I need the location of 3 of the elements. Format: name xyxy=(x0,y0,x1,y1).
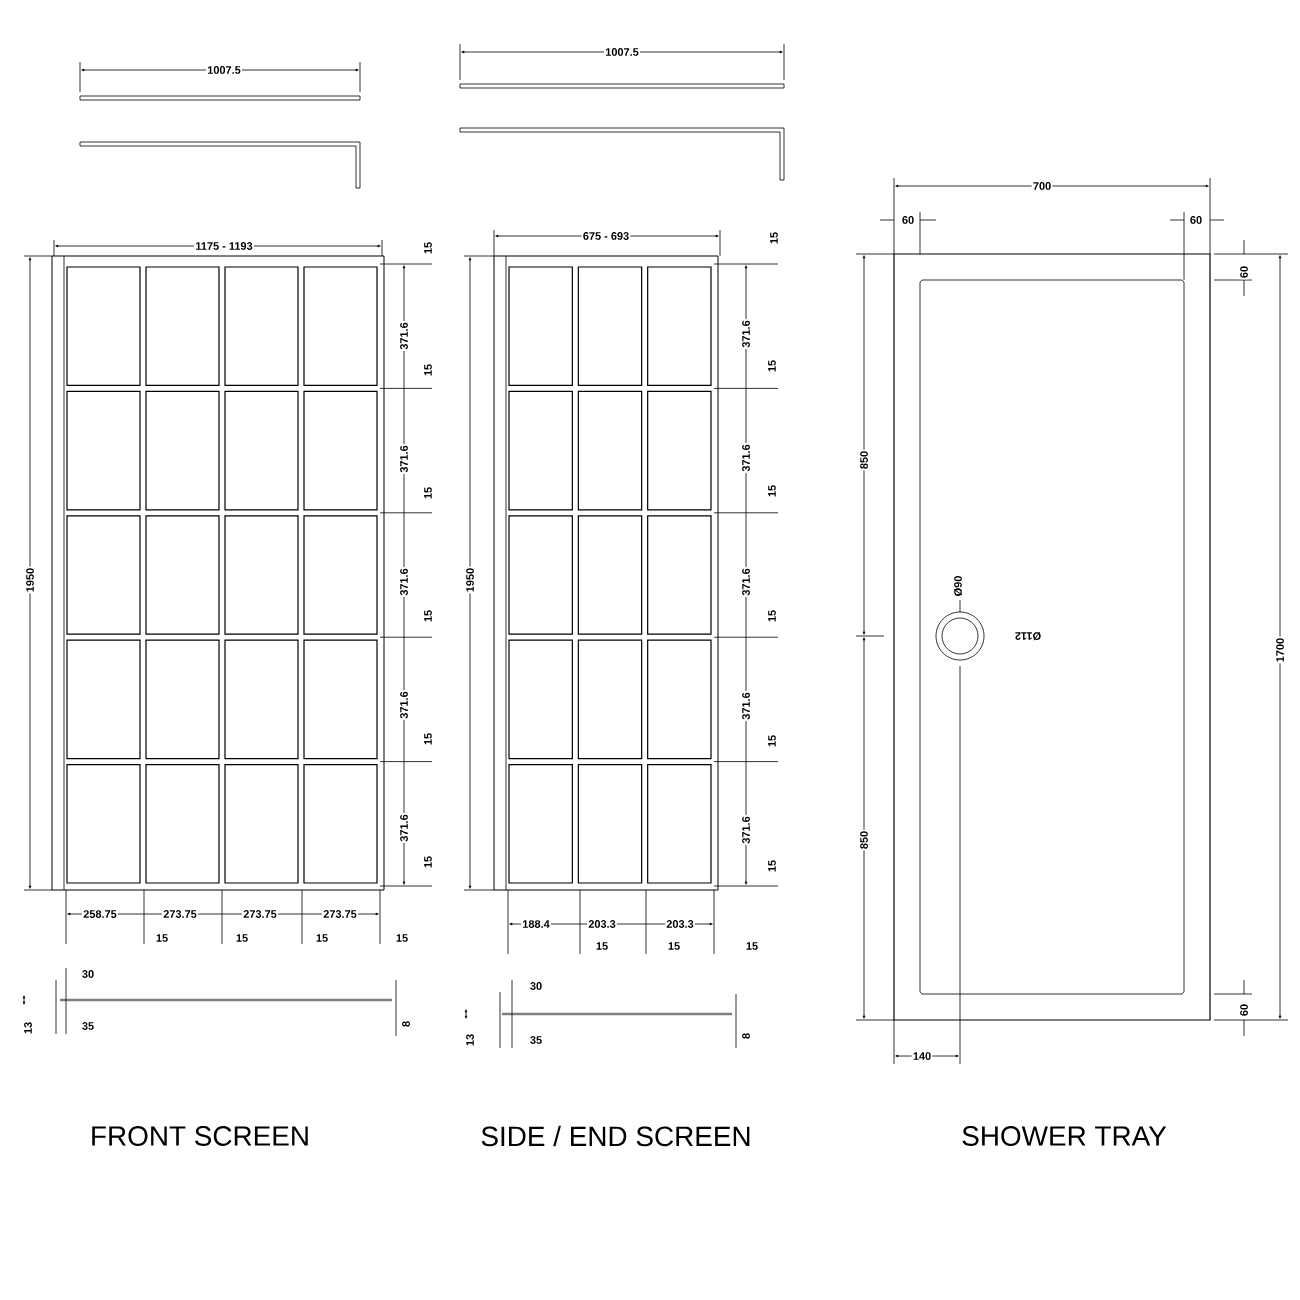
view-title: SIDE / END SCREEN xyxy=(481,1125,750,1147)
view-title: FRONT SCREEN xyxy=(92,1126,308,1146)
view-title: SHOWER TRAY xyxy=(962,1126,1167,1146)
